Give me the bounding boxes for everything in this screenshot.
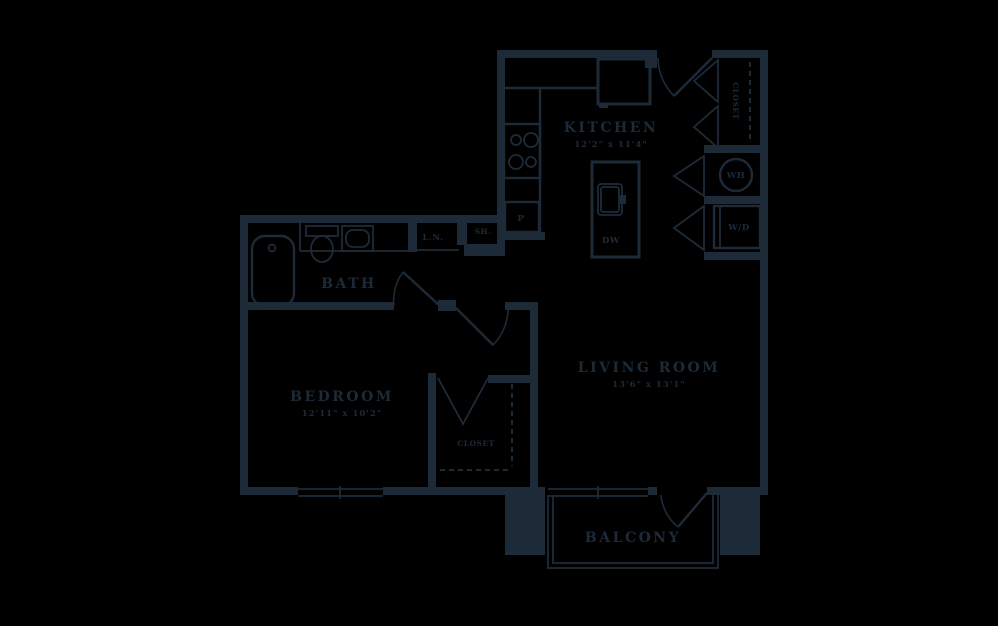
balcony-label: BALCONY (585, 530, 681, 546)
utility-closets: WH W/D (672, 154, 762, 252)
balcony-railing (552, 495, 714, 564)
water-heater-icon: WH (718, 157, 754, 193)
living-room-window (548, 486, 648, 499)
interior-walls (248, 145, 768, 487)
entry-closet-bifold-doors (692, 58, 719, 150)
exterior-walls (240, 50, 768, 495)
bedroom-door-arc (492, 307, 509, 346)
kitchen-island: DW (590, 160, 641, 259)
bedroom-dimensions: 12'11" x 10'2" (302, 409, 382, 419)
bathtub-icon (250, 234, 296, 308)
balcony-door-leaf (677, 492, 708, 528)
bath-door-leaf (402, 271, 441, 307)
pantry-cabinet (503, 200, 541, 234)
bedroom-door-leaf (455, 307, 494, 346)
toilet-icon (305, 225, 339, 263)
stove-icon (502, 122, 542, 180)
dishwasher-label: DW (602, 236, 620, 246)
washer-dryer-icon: W/D (712, 204, 762, 250)
living-room: LIVING ROOM 13'6" x 13'1" (578, 360, 720, 390)
bedroom-closet-label: CLOSET (457, 439, 495, 448)
water-heater-label: WH (726, 171, 746, 181)
wh-closet-door (672, 154, 705, 198)
bath-label: BATH (321, 276, 377, 292)
balcony-pillar (720, 495, 760, 555)
wd-closet-door (672, 204, 705, 252)
bathroom: L.N. SH. BATH (250, 223, 492, 308)
washer-dryer-label: W/D (727, 223, 750, 233)
entry-closet-label: CLOSET (731, 82, 740, 120)
pantry-label: P (518, 214, 525, 224)
entry: CLOSET (657, 57, 751, 150)
entry-door-arc (657, 57, 675, 97)
kitchen-label: KITCHEN (564, 120, 658, 136)
closet-bifold-door (437, 377, 489, 426)
bath-door-arc (392, 271, 404, 307)
bedroom-window (298, 486, 383, 499)
entry-door-leaf (673, 57, 713, 97)
island-sink-icon (597, 183, 626, 216)
bedroom: BEDROOM 12'11" x 10'2" CLOSET (290, 307, 513, 471)
living-room-dimensions: 13'6" x 13'1" (612, 380, 686, 390)
living-room-label: LIVING ROOM (578, 360, 720, 376)
refrigerator-icon (596, 57, 652, 108)
kitchen-dimensions: 12'2" x 11'4" (574, 140, 648, 150)
balcony-railing (547, 495, 719, 569)
bedroom-closet: CLOSET (437, 377, 513, 471)
balcony-pillar (505, 495, 545, 555)
balcony-door-arc (660, 494, 679, 528)
kitchen: P DW KITCHEN 12'2" x 11'4" (502, 57, 658, 259)
bedroom-label: BEDROOM (290, 389, 394, 405)
shelf-label: SH. (475, 227, 492, 236)
bath-sink-icon (341, 225, 374, 252)
linen-label: L.N. (422, 233, 443, 243)
balcony: BALCONY (505, 492, 760, 569)
